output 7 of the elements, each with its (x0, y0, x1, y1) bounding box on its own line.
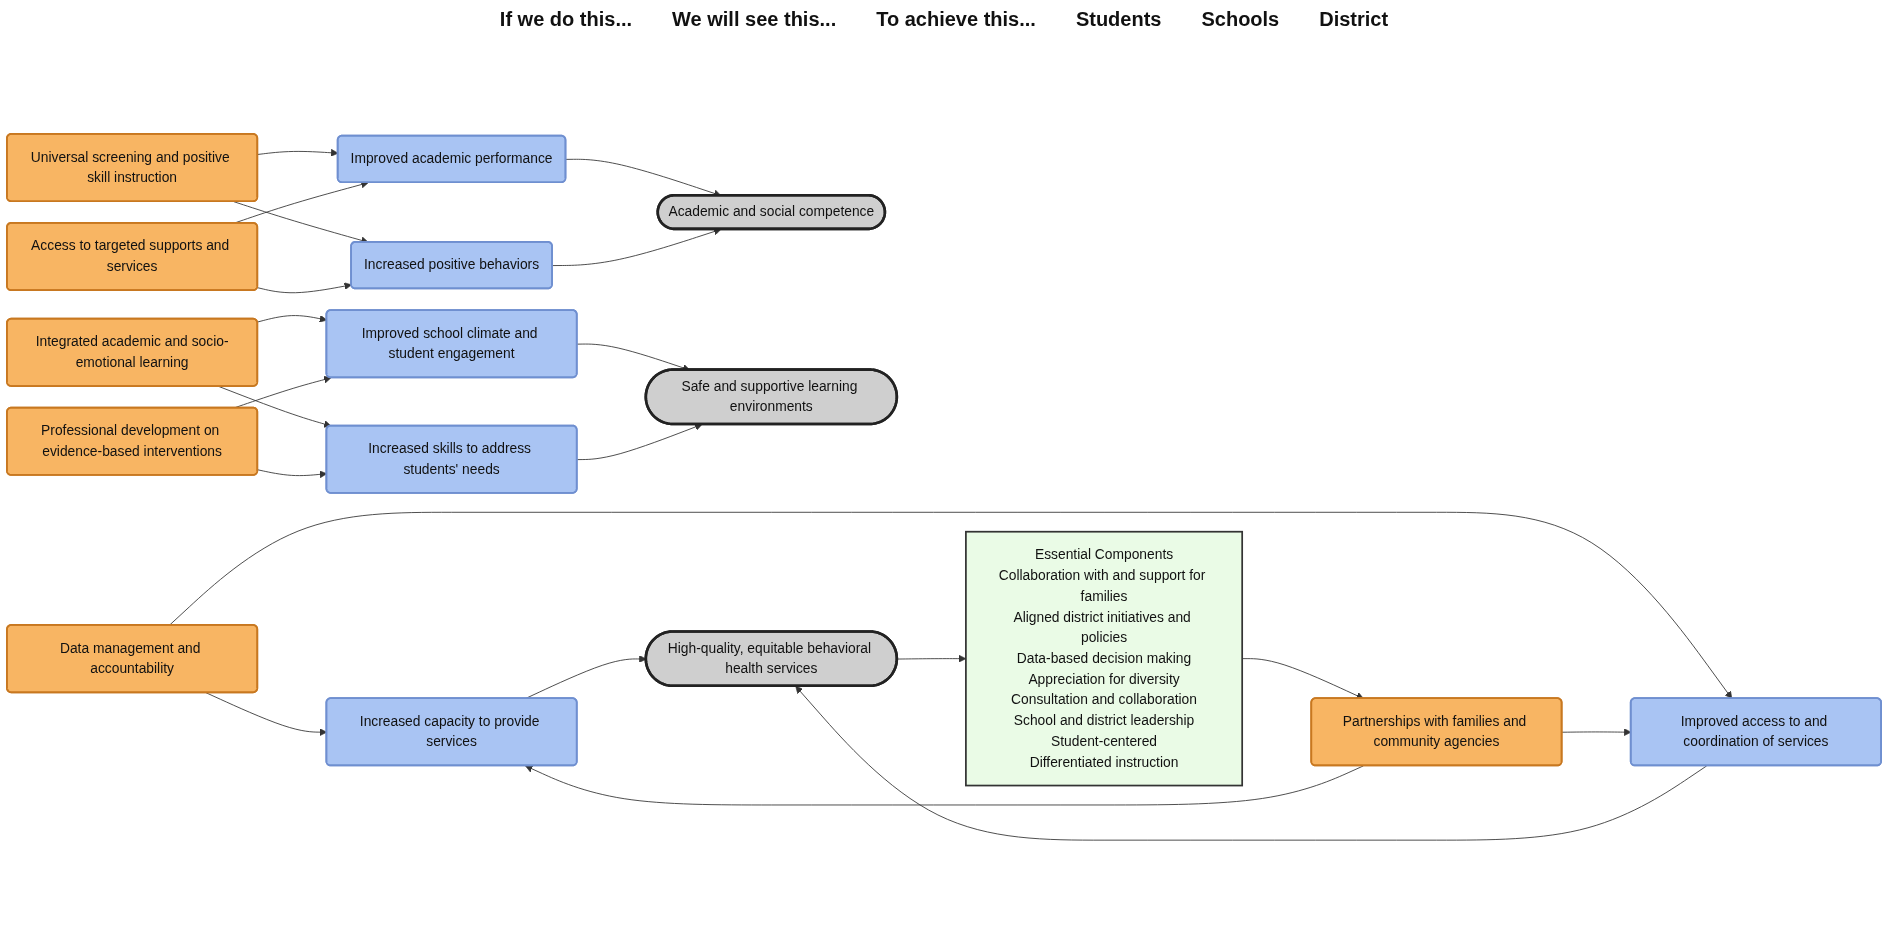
column-or-row-heading: We will see this... (672, 8, 837, 32)
column-or-row-heading: To achieve this... (876, 8, 1036, 32)
node-box: Essential Components Collaboration with and support for families Aligned district initiatives and policies Data-based decision making Appreciation for diversity Consultation and collaboration School and district leadership Student-centered Differentiated instruction (965, 531, 1244, 787)
column-or-row-heading: District (1319, 8, 1389, 32)
column-or-row-heading: Schools (1201, 8, 1280, 32)
column-or-row-heading: If we do this... (499, 8, 633, 32)
column-or-row-heading: Students (1075, 8, 1162, 32)
